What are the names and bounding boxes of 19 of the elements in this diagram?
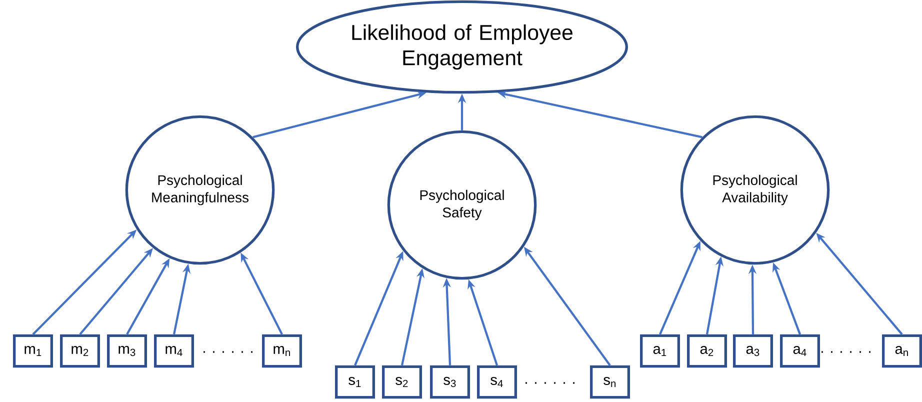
indicator-box: s$_{1}$ <box>335 365 375 399</box>
ellipsis-dots: . . . . . . <box>822 351 870 353</box>
indicator-box: a$_{2}$ <box>687 334 727 368</box>
indicator-box: a$_{4}$ <box>780 334 820 368</box>
indicator-box: s$_{4}$ <box>477 365 517 399</box>
indicator-box: a$_{1}$ <box>640 334 680 368</box>
indicator-box: s$_{3}$ <box>430 365 470 399</box>
ellipsis-dots: . . . . . . <box>526 382 574 384</box>
indicator-box: s$_{2}$ <box>382 365 422 399</box>
indicator-box: m$_{3}$ <box>107 334 147 368</box>
ellipse-node: Likelihood of Employee Engagement <box>296 0 628 94</box>
indicator-box: m$_{n}$ <box>262 334 302 368</box>
indicator-box: m$_{4}$ <box>154 334 194 368</box>
indicator-box: a$_{3}$ <box>733 334 773 368</box>
indicator-box: m$_{2}$ <box>60 334 100 368</box>
ellipsis-dots: . . . . . . <box>204 351 252 353</box>
indicator-box: a$_{n}$ <box>882 334 922 368</box>
indicator-box: m$_{1}$ <box>13 334 53 368</box>
indicator-box: s$_{n}$ <box>590 365 630 399</box>
